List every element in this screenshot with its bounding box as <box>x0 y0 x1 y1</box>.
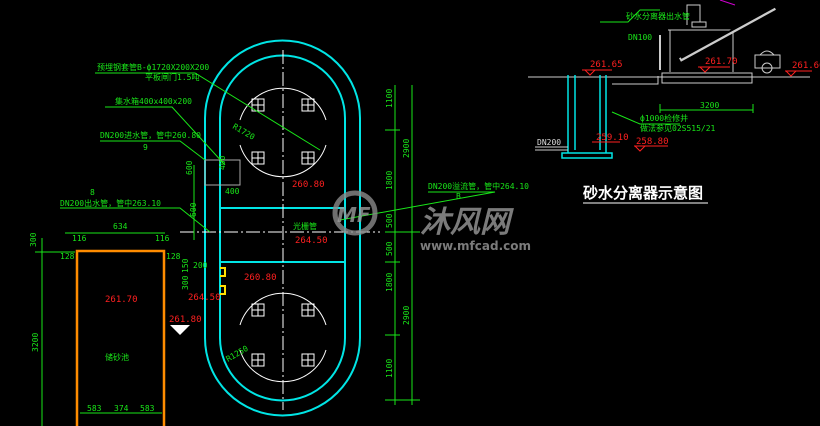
diffuser-grid <box>301 353 315 367</box>
label-tank: 储砂池 <box>105 352 129 362</box>
sand-storage-tank <box>75 249 166 426</box>
dim-600a: 600 <box>189 202 198 217</box>
label-outlet-top: 8 <box>90 188 95 197</box>
dim-200: 200 <box>193 261 208 270</box>
dim-634: 634 <box>113 222 128 231</box>
dim-v1100a: 1100 <box>385 89 394 108</box>
dim-128b: 128 <box>166 252 181 261</box>
label-outlet: DN200出水管，管中263.10 <box>60 198 161 208</box>
sec-elevation-2: 261.70 <box>705 57 738 67</box>
label-overflow-sub: B <box>456 192 461 201</box>
dim-v1100b: 1100 <box>385 359 394 378</box>
watermark-url: www.mfcad.com <box>420 239 531 253</box>
elevation-5: 261.70 <box>105 295 138 305</box>
section-title: 砂水分离器示意图 <box>583 184 703 202</box>
dim-v1800b: 1800 <box>385 273 394 292</box>
elevation-3: 260.80 <box>244 273 277 283</box>
diffuser-grid <box>251 303 265 317</box>
dim-600b: 600 <box>185 160 194 175</box>
leader-lines <box>60 72 496 233</box>
watermark-cn: 沐风网 <box>420 205 514 240</box>
watermark-logo-icon <box>332 190 378 236</box>
diffuser-grids <box>251 98 315 367</box>
watermark-logo: MF <box>337 203 371 227</box>
elevation-4: 264.50 <box>188 293 221 303</box>
sec-elevation-4: 259.10 <box>596 133 629 143</box>
label-radius-bottom: R1250 <box>225 344 251 364</box>
label-gate: 预埋钢套管B-ф1720X200X200 <box>97 62 209 72</box>
label-dn200: DN200 <box>537 138 561 147</box>
elevation-6: 261.80 <box>169 315 202 325</box>
label-overflow: DN200溢流管，管中264.10 <box>428 181 529 191</box>
sec-elevation-3: 261.60 <box>792 61 820 71</box>
diffuser-grid <box>251 98 265 112</box>
dim-v500a: 500 <box>385 213 394 228</box>
dim-400a: 400 <box>225 187 240 196</box>
dim-150: 150 <box>181 258 190 273</box>
label-well: ф1000检修井 <box>640 113 688 123</box>
label-radius-top: R1720 <box>231 122 257 142</box>
diffuser-grid <box>251 151 265 165</box>
dim-v1800a: 1800 <box>385 171 394 190</box>
section-elev-markers <box>582 66 812 152</box>
watermark: MF 沐风网 www.mfcad.com <box>332 190 531 253</box>
dim-116b: 116 <box>155 234 170 243</box>
label-gate-sub: 平板闸门1.5吨 <box>145 72 199 82</box>
dim-400b: 400 <box>218 155 227 170</box>
label-dn100: DN100 <box>628 33 652 42</box>
sec-elevation-5: 258.80 <box>636 137 669 147</box>
dimension-lines <box>35 85 420 426</box>
elevation-1: 260.80 <box>292 180 325 190</box>
inlet-box <box>204 159 241 186</box>
elevation-2: 264.50 <box>295 236 328 246</box>
dim-3200: 3200 <box>31 333 40 352</box>
dim-583a: 583 <box>87 404 102 413</box>
label-box: 集水箱400x400x200 <box>115 96 192 106</box>
sec-elevation-1: 261.65 <box>590 60 623 70</box>
label-well-sub: 做法参见02S515/21 <box>640 123 716 133</box>
dim-116a: 116 <box>72 234 87 243</box>
label-span: 3200 <box>700 101 719 110</box>
dim-v2900a: 2900 <box>402 139 411 158</box>
dim-v500b: 500 <box>385 241 394 256</box>
label-inlet: DN200进水管，管中260.80 <box>100 130 201 140</box>
label-pipe: 砂水分离器出水管 <box>626 11 690 21</box>
dim-300-left: 300 <box>29 232 38 247</box>
diffuser-grid <box>301 303 315 317</box>
dim-374: 374 <box>114 404 129 413</box>
diffuser-grid <box>251 353 265 367</box>
yellow-markers <box>220 267 226 295</box>
label-channel: 光栅管 <box>293 221 317 231</box>
dim-128a: 128 <box>60 252 75 261</box>
dim-583b: 583 <box>140 404 155 413</box>
diffuser-grid <box>301 98 315 112</box>
elevation-marker <box>170 325 190 335</box>
dim-300: 300 <box>181 275 190 290</box>
dim-v2900b: 2900 <box>402 306 411 325</box>
label-inlet-sub: 9 <box>143 143 148 152</box>
diffuser-grid <box>301 151 315 165</box>
section-drawing <box>528 0 810 159</box>
